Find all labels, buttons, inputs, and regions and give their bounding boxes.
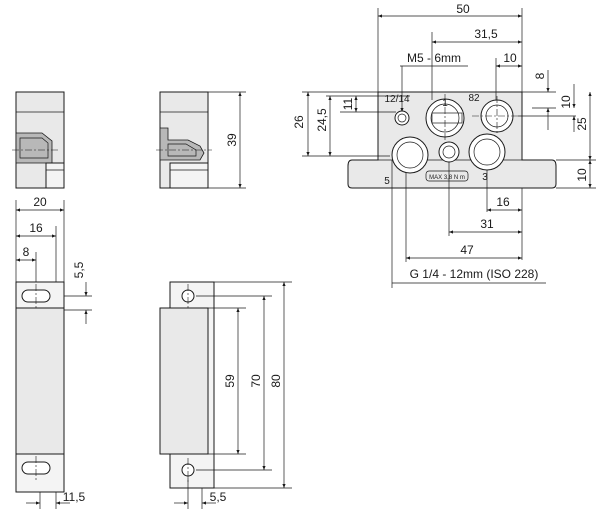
- rear-view-section: 59 70 80 5,5: [159, 281, 292, 509]
- torque-label: MAX 3,8 N m: [429, 175, 465, 181]
- dim-25: 25: [575, 117, 589, 131]
- dim-39: 39: [225, 133, 239, 147]
- dim-10-right: 10: [559, 95, 573, 109]
- port-5: [391, 136, 429, 174]
- dim-50: 50: [456, 2, 470, 16]
- dim-31-5: 31,5: [474, 27, 498, 41]
- dim-70: 70: [249, 374, 263, 388]
- dim-10-right-lower: 10: [575, 168, 589, 182]
- port-center: [438, 141, 460, 163]
- dim-8-right: 8: [533, 72, 547, 79]
- dim-20: 20: [33, 195, 47, 209]
- dim-11: 11: [341, 97, 355, 110]
- dim-8-front: 8: [23, 245, 30, 259]
- dim-80: 80: [269, 374, 283, 388]
- top-view-section: 50 31,5 10 M5 - 6mm 8 10 25 10: [292, 2, 596, 288]
- dim-10-top: 10: [503, 51, 517, 65]
- dim-11-5: 11,5: [63, 490, 86, 504]
- dim-26: 26: [292, 115, 306, 129]
- port-5-label: 5: [384, 176, 390, 187]
- side-view-right-section: 39: [156, 91, 246, 189]
- dim-5-5-rear: 5,5: [210, 490, 227, 504]
- dim-16-front: 16: [29, 221, 43, 235]
- section-hatch: [15, 132, 53, 164]
- dim-24-5: 24,5: [315, 108, 329, 132]
- thread-g14-label: G 1/4 - 12mm (ISO 228): [410, 267, 539, 281]
- thread-m5-label: M5 - 6mm: [407, 51, 461, 65]
- rear-body: [159, 307, 209, 455]
- port-12-14-label: 12/14: [384, 94, 409, 105]
- side-view-section: [12, 91, 65, 189]
- dim-47-bottom: 47: [460, 243, 474, 257]
- dim-5-5-front: 5,5: [72, 261, 86, 278]
- dim-59: 59: [223, 374, 237, 388]
- dim-16-bottom: 16: [496, 195, 510, 209]
- port-3: [468, 133, 506, 171]
- port-82-label: 82: [468, 93, 480, 104]
- front-view-section: 20 16 8 5,5 11,5: [15, 195, 92, 509]
- port-3-label: 3: [482, 172, 488, 183]
- dim-31-bottom: 31: [480, 217, 494, 231]
- port-12-14: [394, 110, 410, 126]
